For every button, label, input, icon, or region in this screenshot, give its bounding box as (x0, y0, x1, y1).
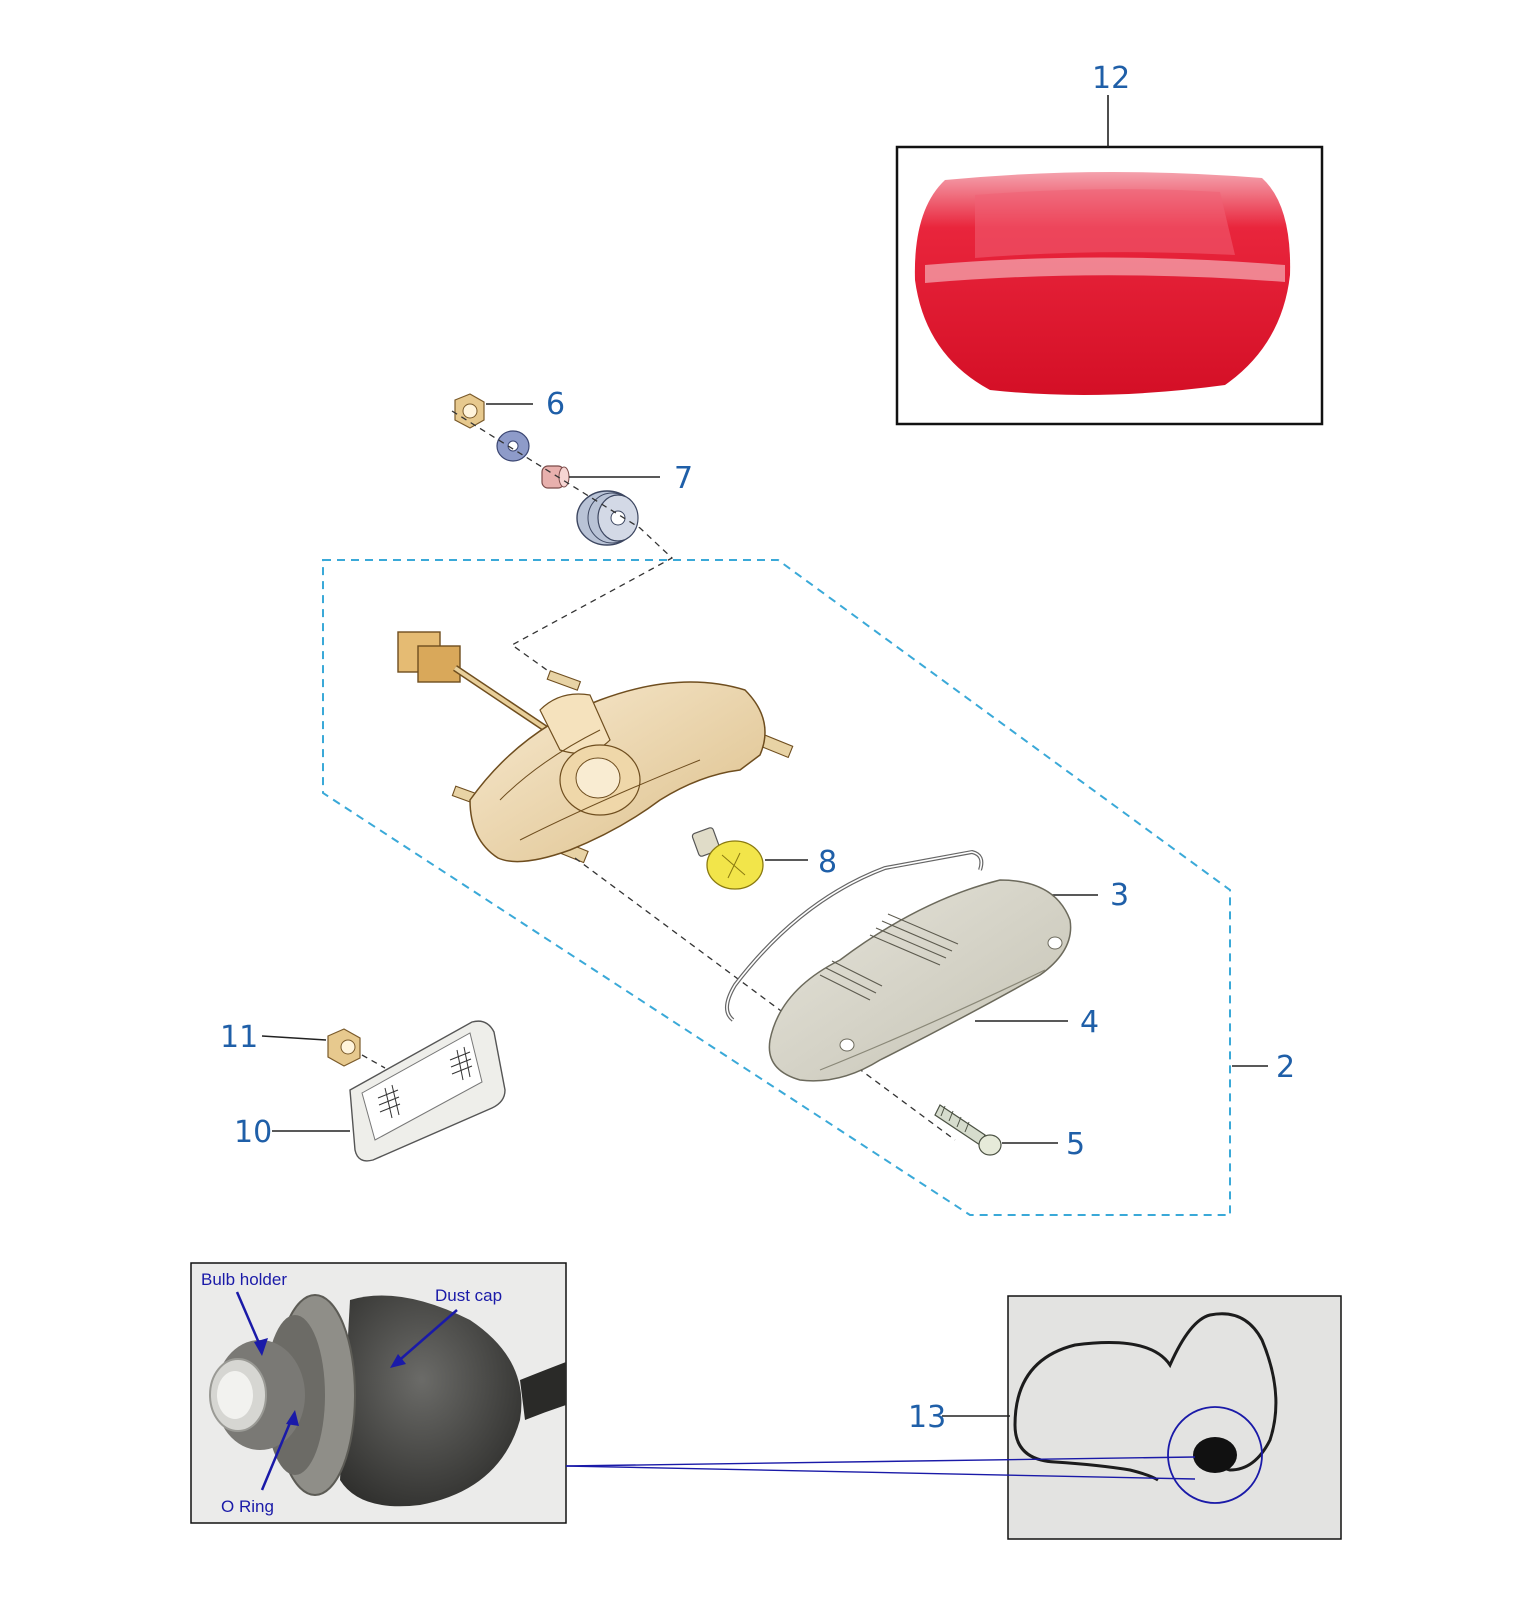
arrow-dust-cap (394, 1309, 458, 1365)
callout-5: 5 (1066, 1127, 1085, 1162)
grommet (576, 490, 639, 546)
assembly-axis-bottom (574, 857, 956, 1141)
part-4-lens-cover (768, 879, 1072, 1082)
callout-11: 11 (220, 1020, 258, 1055)
callout-10: 10 (234, 1115, 272, 1150)
callout-3: 3 (1110, 878, 1129, 913)
callout-8: 8 (818, 845, 837, 880)
washer (496, 430, 530, 462)
part-13-harness-photo (1007, 1295, 1342, 1540)
callout-6: 6 (546, 387, 565, 422)
label-bulb-holder: Bulb holder (201, 1270, 287, 1289)
part-5-screw (934, 1104, 1002, 1156)
arrow-bulb-holder (235, 1291, 264, 1351)
link-line-lower (565, 1465, 1196, 1480)
assembly-axis-top (451, 410, 674, 684)
label-dust-cap: Dust cap (435, 1286, 502, 1305)
part-11-nut (327, 1028, 361, 1067)
part-12-red-lens-photo (895, 145, 1324, 426)
leader-11 (261, 1035, 327, 1041)
callout-13: 13 (908, 1400, 946, 1435)
callout-4: 4 (1080, 1005, 1099, 1040)
label-o-ring: O Ring (221, 1497, 274, 1516)
callout-7: 7 (674, 461, 693, 496)
part-6-nut (454, 393, 485, 429)
axis-11-10 (361, 1054, 386, 1069)
callout-12: 12 (1092, 61, 1130, 96)
part-8-bulb (691, 827, 764, 890)
lamp-housing (397, 631, 794, 864)
assembly-boundary-2 (322, 559, 1231, 1216)
link-line-upper (565, 1456, 1196, 1467)
callout-2: 2 (1276, 1050, 1295, 1085)
part-10-reflector (349, 1020, 506, 1162)
arrow-o-ring (260, 1417, 294, 1491)
bulb-holder-photo (190, 1262, 567, 1524)
